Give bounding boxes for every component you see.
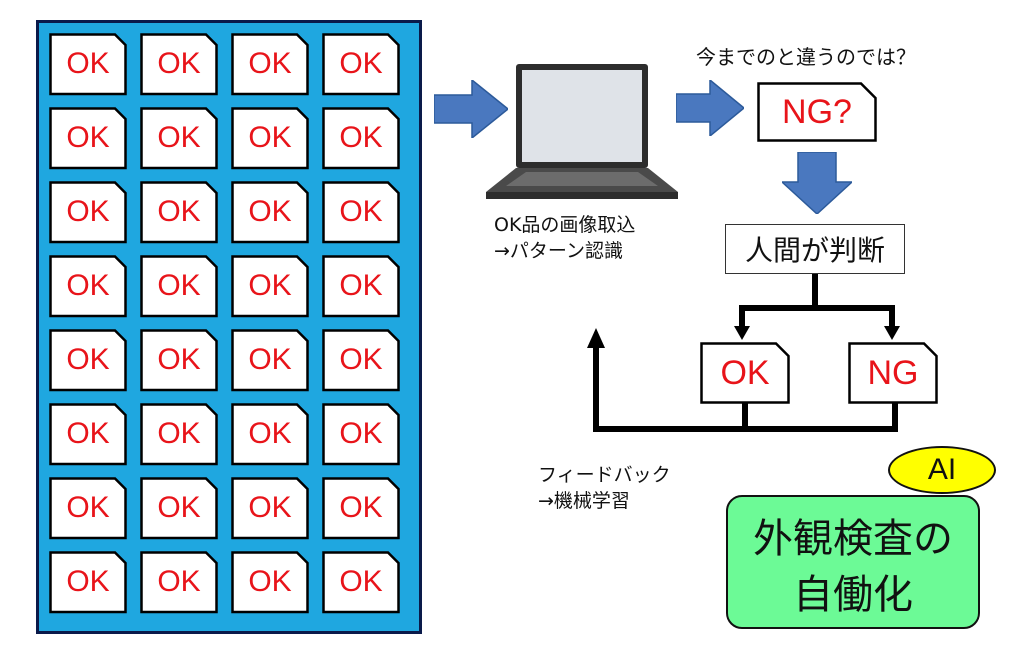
ok-card-text: OK <box>339 491 383 525</box>
ok-card: OK <box>322 181 400 244</box>
ok-card-text: OK <box>66 491 110 525</box>
ok-card: OK <box>322 33 400 96</box>
down-arrow-icon <box>782 152 852 214</box>
ok-card-text: OK <box>157 565 201 599</box>
right-arrow-icon <box>434 80 508 138</box>
ok-card: OK <box>322 477 400 540</box>
title-line-2: 自働化 <box>793 572 913 618</box>
human-judge-box: 人間が判断 <box>725 224 905 274</box>
ok-card-text: OK <box>66 47 110 81</box>
ok-card-text: OK <box>157 195 201 229</box>
ok-card: OK <box>140 477 218 540</box>
capture-label: OK品の画像取込 →パターン認識 <box>494 214 636 262</box>
ok-card: OK <box>140 33 218 96</box>
title-box: 外観検査の 自働化 <box>726 495 980 629</box>
feedback-label: フィードバック →機械学習 <box>538 464 671 512</box>
ok-card-text: OK <box>157 417 201 451</box>
ok-card: OK <box>231 551 309 614</box>
ok-card: OK <box>49 329 127 392</box>
ng-result-text: NG <box>867 353 919 392</box>
ok-card: OK <box>49 551 127 614</box>
ng-question-card: NG? <box>757 82 877 142</box>
ok-card-text: OK <box>339 269 383 303</box>
ok-card-text: OK <box>248 565 292 599</box>
ok-card-text: OK <box>339 417 383 451</box>
ok-card: OK <box>140 551 218 614</box>
flow-lines <box>587 274 900 432</box>
ok-card: OK <box>322 329 400 392</box>
human-judge-text: 人間が判断 <box>744 234 885 267</box>
ok-card: OK <box>231 181 309 244</box>
ai-badge: AI <box>888 446 996 494</box>
ok-card-text: OK <box>339 47 383 81</box>
ok-card: OK <box>49 403 127 466</box>
ok-card-text: OK <box>248 343 292 377</box>
ok-card-text: OK <box>339 343 383 377</box>
ok-card-text: OK <box>66 269 110 303</box>
ok-card: OK <box>322 403 400 466</box>
ok-card: OK <box>231 33 309 96</box>
ok-products-panel: OK OK OK OK OK OK OK OK OK OK OK OK OK OK OK OK OK OK OK OK… <box>36 20 422 634</box>
card-shape <box>700 342 790 404</box>
ok-card-text: OK <box>248 491 292 525</box>
ai-badge-text: AI <box>927 453 957 486</box>
ok-card-text: OK <box>66 121 110 155</box>
right-arrow-icon <box>676 80 744 136</box>
ok-card: OK <box>49 255 127 318</box>
ok-card: OK <box>231 329 309 392</box>
ok-card-text: OK <box>339 565 383 599</box>
ok-card-text: OK <box>157 343 201 377</box>
ok-card: OK <box>322 107 400 170</box>
ok-card: OK <box>140 329 218 392</box>
ng-question-text: NG? <box>782 92 852 131</box>
ok-card: OK <box>231 477 309 540</box>
ok-card-text: OK <box>157 121 201 155</box>
ok-card-text: OK <box>248 195 292 229</box>
ok-card: OK <box>49 107 127 170</box>
ok-card: OK <box>322 255 400 318</box>
ok-card: OK <box>140 107 218 170</box>
ok-card: OK <box>140 181 218 244</box>
ok-card: OK <box>49 181 127 244</box>
ok-card-text: OK <box>339 195 383 229</box>
ok-card-grid: OK OK OK OK OK OK OK OK OK OK OK OK OK OK OK OK OK OK OK OK… <box>49 33 400 614</box>
ok-card-text: OK <box>66 417 110 451</box>
ok-card: OK <box>140 255 218 318</box>
ok-card-text: OK <box>157 269 201 303</box>
ok-card: OK <box>231 403 309 466</box>
laptop-icon <box>486 64 678 199</box>
ok-card: OK <box>49 33 127 96</box>
ok-card-text: OK <box>248 417 292 451</box>
ok-card-text: OK <box>66 343 110 377</box>
ng-result-card: NG <box>848 342 938 404</box>
ok-card: OK <box>322 551 400 614</box>
ok-card-text: OK <box>339 121 383 155</box>
ok-result-text: OK <box>720 353 770 392</box>
question-label: 今までのと違うのでは？ <box>696 45 916 69</box>
ok-card: OK <box>231 107 309 170</box>
ok-card: OK <box>231 255 309 318</box>
ok-card-text: OK <box>248 269 292 303</box>
ok-card-text: OK <box>66 195 110 229</box>
title-line-1: 外観検査の <box>753 516 953 562</box>
ok-card-text: OK <box>157 47 201 81</box>
ok-card-text: OK <box>248 47 292 81</box>
ok-card-text: OK <box>248 121 292 155</box>
ok-card-text: OK <box>66 565 110 599</box>
ok-result-card: OK <box>700 342 790 404</box>
ok-card: OK <box>49 477 127 540</box>
ok-card-text: OK <box>157 491 201 525</box>
card-shape <box>757 82 877 142</box>
ok-card: OK <box>140 403 218 466</box>
card-shape <box>848 342 938 404</box>
